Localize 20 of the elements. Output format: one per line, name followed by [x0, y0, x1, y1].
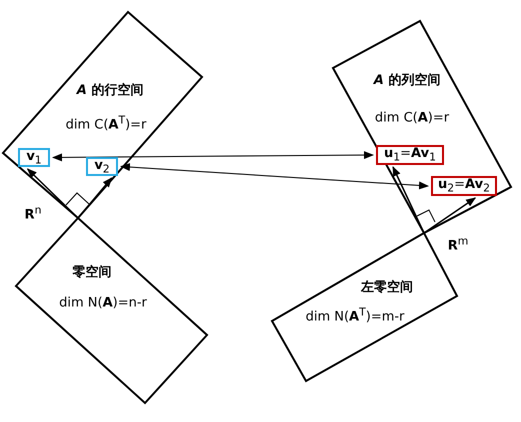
- dimension-formula: dim N(A)=n-r: [59, 296, 147, 310]
- vector-box: u$_{1}$=Av$_{1}$: [376, 145, 444, 165]
- subspace-title: 左零空间: [361, 278, 413, 296]
- vector-box: v$_{2}$: [86, 157, 118, 176]
- vector-arrow: [26, 168, 79, 219]
- vector-box: v$_{1}$: [18, 148, 50, 167]
- vector-arrow: [424, 197, 476, 234]
- subspace-title: A 的列空间: [374, 72, 440, 89]
- space-label: R$^{n}$: [24, 203, 42, 223]
- vector-box: u$_{2}$=Av$_{2}$: [431, 176, 497, 196]
- vector-arrow: [77, 177, 112, 218]
- subspace-title: A 的行空间: [76, 82, 144, 99]
- mapping-arrow: [120, 163, 429, 190]
- space-label: R$^{m}$: [448, 234, 468, 254]
- subspace-title: 零空间: [72, 264, 112, 281]
- dimension-formula: dim C(A)=r: [374, 110, 450, 126]
- vector-arrow: [392, 166, 425, 234]
- dimension-formula: dim N(A$^{T}$)=m-r: [306, 305, 404, 325]
- mapping-arrow: [52, 151, 374, 162]
- dimension-formula: dim C(A$^{T}$)=r: [66, 113, 146, 133]
